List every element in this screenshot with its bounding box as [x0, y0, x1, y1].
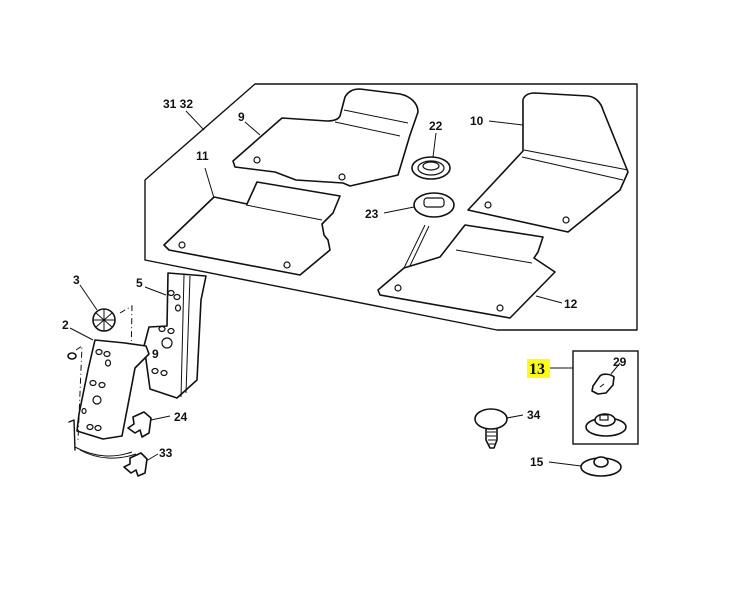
callout-22[interactable]: 22	[429, 119, 443, 133]
callout-23[interactable]: 23	[365, 207, 379, 221]
grommet-22	[411, 156, 451, 180]
callout-13[interactable]: 13	[529, 361, 545, 378]
leader-10	[488, 120, 524, 126]
leader-31-32	[185, 110, 205, 131]
callout-34[interactable]: 34	[527, 408, 541, 422]
bracket-2	[76, 339, 150, 440]
clip-33	[123, 452, 148, 477]
leader-2	[69, 327, 94, 341]
kit-13-box	[572, 350, 639, 445]
floor-mat-front-right	[467, 92, 629, 233]
floor-mat-front-left	[232, 88, 419, 187]
mat-set-outline	[144, 83, 638, 331]
callout-9-bracket[interactable]: 9	[152, 347, 159, 361]
leader-5	[144, 286, 167, 296]
callout-31-32[interactable]: 31 32	[163, 97, 193, 111]
floor-mat-rear-left	[163, 181, 341, 276]
leader-3	[79, 284, 98, 311]
callout-13-highlight	[527, 359, 550, 378]
clip-29	[591, 373, 615, 395]
leader-24	[150, 415, 171, 421]
clip-24	[127, 411, 152, 438]
callout-9-mat[interactable]: 9	[238, 110, 245, 124]
floor-mat-rear-right	[377, 224, 556, 319]
clip-23	[413, 192, 455, 218]
callout-33[interactable]: 33	[159, 446, 173, 460]
callout-24[interactable]: 24	[174, 410, 188, 424]
callout-11[interactable]: 11	[196, 149, 209, 163]
leader-11	[204, 167, 215, 199]
callout-3[interactable]: 3	[73, 273, 80, 287]
leader-9-mat	[244, 121, 261, 136]
callout-15[interactable]: 15	[530, 455, 544, 469]
leader-15	[548, 461, 582, 467]
callout-29[interactable]: 29	[613, 355, 627, 369]
callout-10[interactable]: 10	[470, 114, 484, 128]
push-pin-34	[474, 408, 508, 449]
fastener-base-13	[585, 413, 627, 437]
callout-5[interactable]: 5	[136, 276, 143, 290]
leader-33	[145, 453, 159, 462]
cap-3	[92, 308, 116, 332]
callout-2[interactable]: 2	[62, 318, 69, 332]
bracket-5	[143, 272, 207, 399]
leader-34	[506, 414, 524, 419]
leader-23	[383, 206, 415, 214]
leader-29	[610, 362, 621, 375]
leader-12	[535, 295, 563, 304]
callout-12[interactable]: 12	[564, 297, 578, 311]
leader-22	[432, 132, 437, 158]
washer-15	[580, 456, 622, 477]
